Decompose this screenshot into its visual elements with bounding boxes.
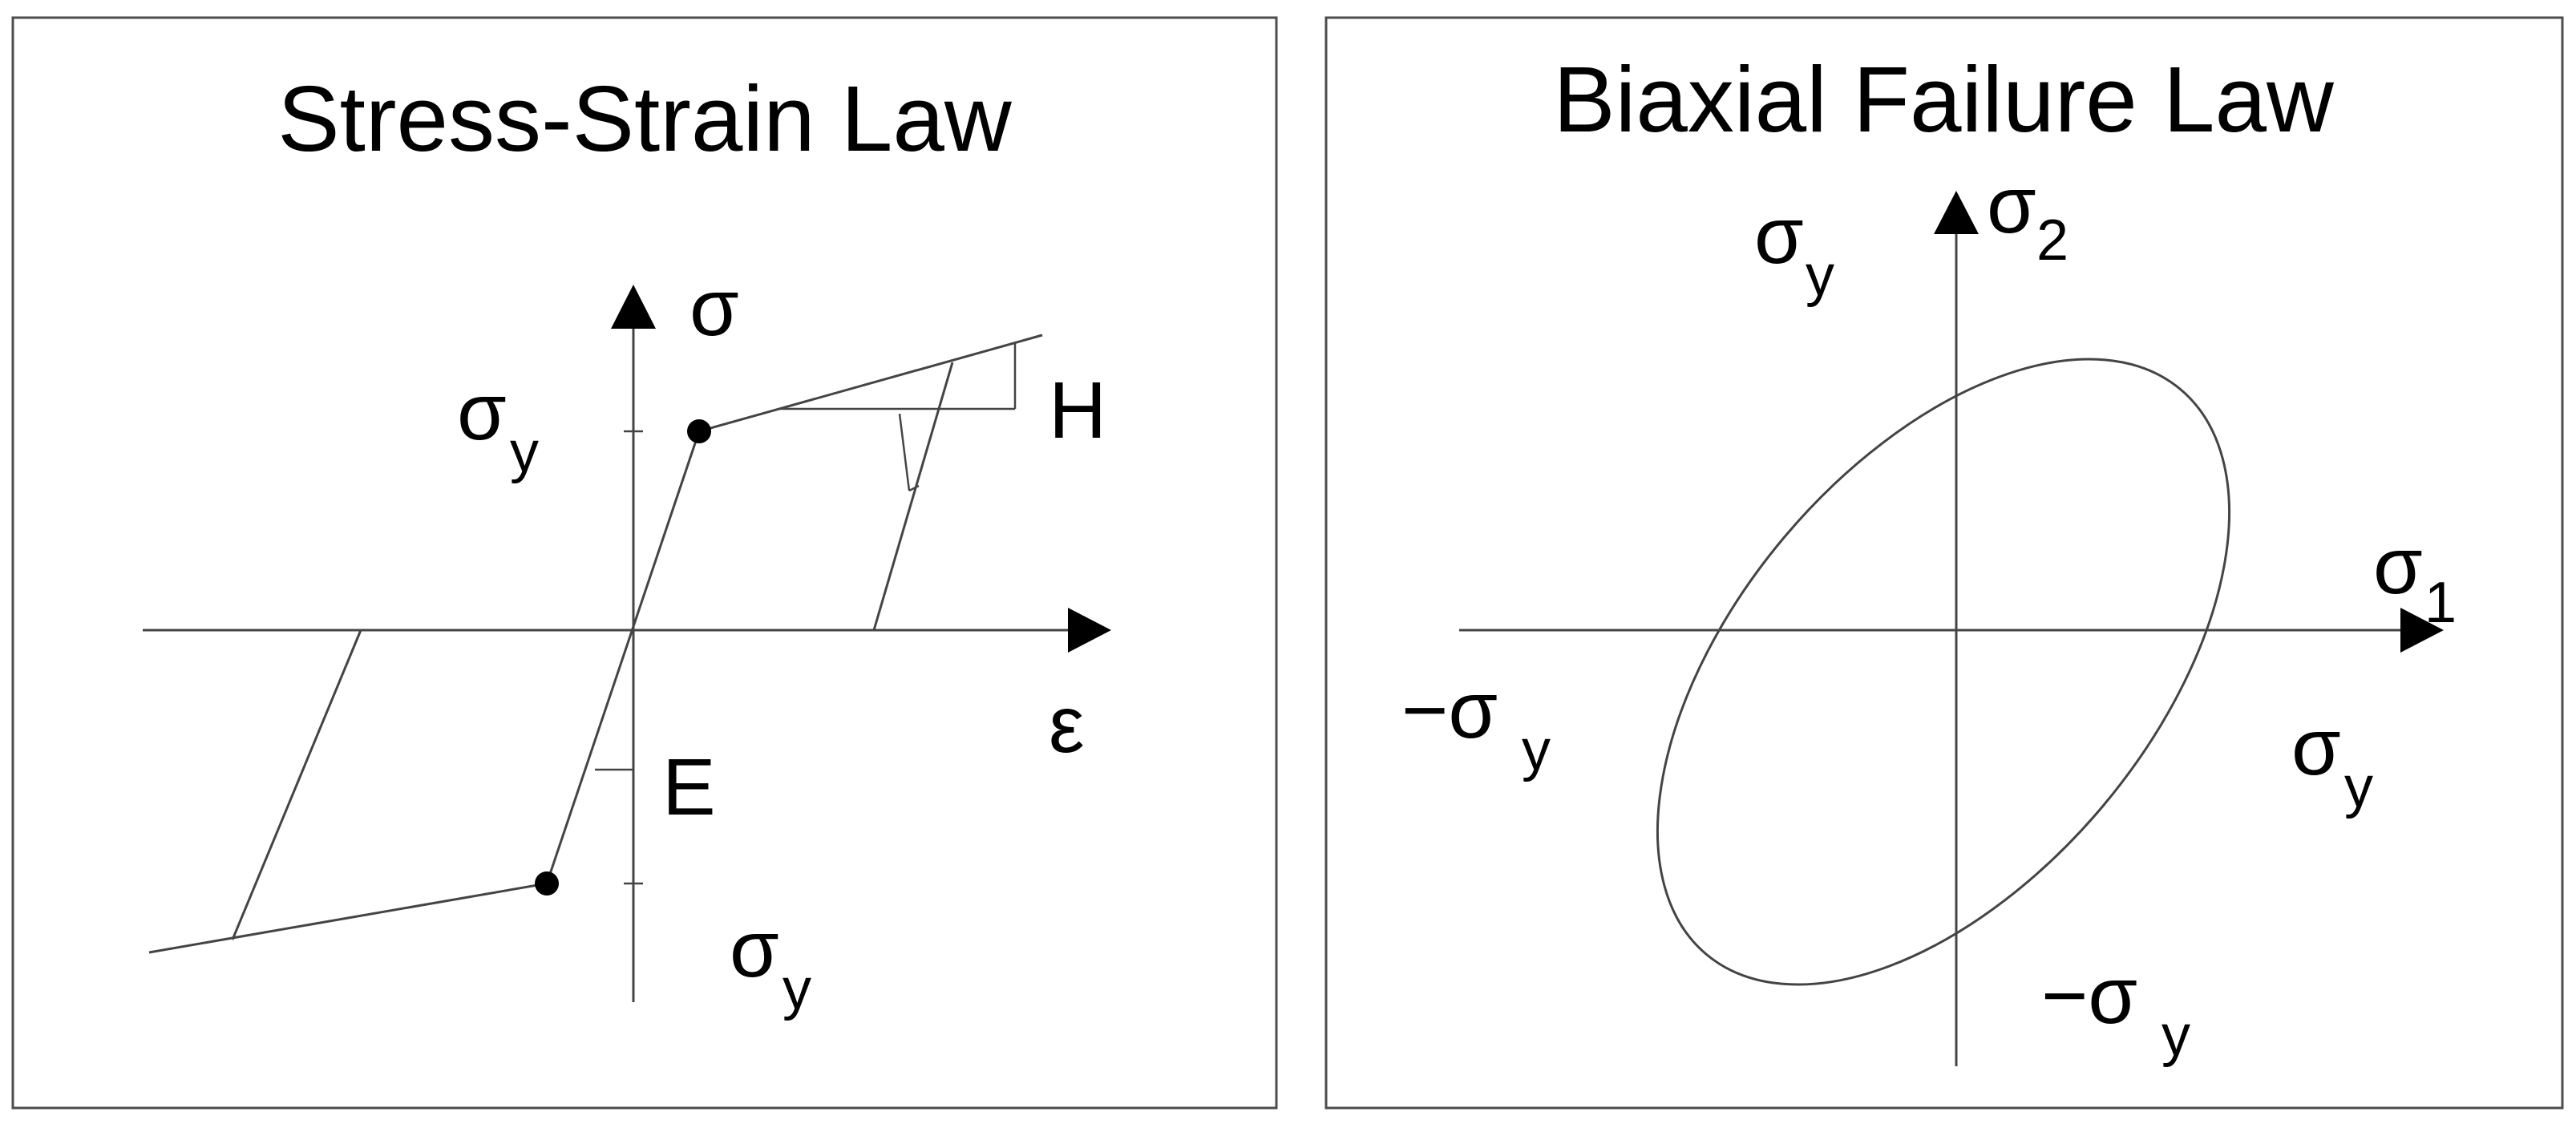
yield-bottom-label: σ	[730, 904, 779, 994]
yield-top-label: σ	[457, 367, 507, 457]
negative-yield-sigma1-label: −σ	[1401, 665, 1498, 755]
negative-yield-sigma2-label: −σ	[2041, 951, 2137, 1041]
sigma1-axis-subscript: 1	[2424, 571, 2457, 635]
stress-strain-panel: Stress-Strain Law σ ε σ	[11, 16, 1278, 1110]
positive-yield-sigma1-subscript: y	[2344, 755, 2373, 819]
negative-yield-sigma1-subscript: y	[1522, 718, 1551, 782]
hardening-branch-tension	[698, 334, 1043, 433]
sigma2-axis-label: σ	[1987, 160, 2036, 250]
panel-frame-left	[11, 16, 1278, 1110]
sigma2-axis-arrow	[1934, 191, 1979, 234]
stress-axis-label: σ	[689, 263, 739, 353]
elastic-label: E	[662, 742, 716, 832]
panel-frame-right	[1324, 16, 2564, 1110]
strain-axis-arrow	[1068, 608, 1111, 653]
elastic-branch	[545, 431, 701, 884]
failure-envelope-ellipse	[1656, 358, 2231, 986]
strain-axis-label: ε	[1049, 680, 1085, 770]
biaxial-failure-panel: Biaxial Failure Law σ 2 σ 1 σ y −σ y σ y…	[1324, 16, 2564, 1110]
sigma2-axis-subscript: 2	[2036, 208, 2068, 273]
yield-top-subscript: y	[510, 420, 539, 484]
unloading-line-compression	[231, 629, 362, 940]
unloading-line-tension	[872, 362, 954, 631]
yield-bottom-subscript: y	[783, 957, 811, 1021]
yield-point-tension	[687, 419, 711, 443]
sigma1-axis-label: σ	[2373, 521, 2423, 611]
hardening-label: H	[1049, 366, 1106, 455]
positive-yield-sigma1-label: σ	[2291, 702, 2341, 792]
stress-strain-title: Stress-Strain Law	[277, 67, 1013, 171]
hardening-branch-compression	[148, 882, 548, 954]
biaxial-failure-title: Biaxial Failure Law	[1553, 47, 2335, 152]
sigma1-axis-arrow	[2400, 608, 2444, 653]
unloading-slope-vertical	[898, 413, 911, 491]
yield-point-compression	[535, 871, 559, 896]
unloading-slope-horizontal	[908, 484, 920, 492]
negative-yield-sigma2-subscript: y	[2161, 1004, 2190, 1068]
positive-yield-sigma2-subscript: y	[1806, 244, 1834, 308]
positive-yield-sigma2-label: σ	[1754, 191, 1804, 281]
stress-axis-arrow	[611, 285, 656, 329]
